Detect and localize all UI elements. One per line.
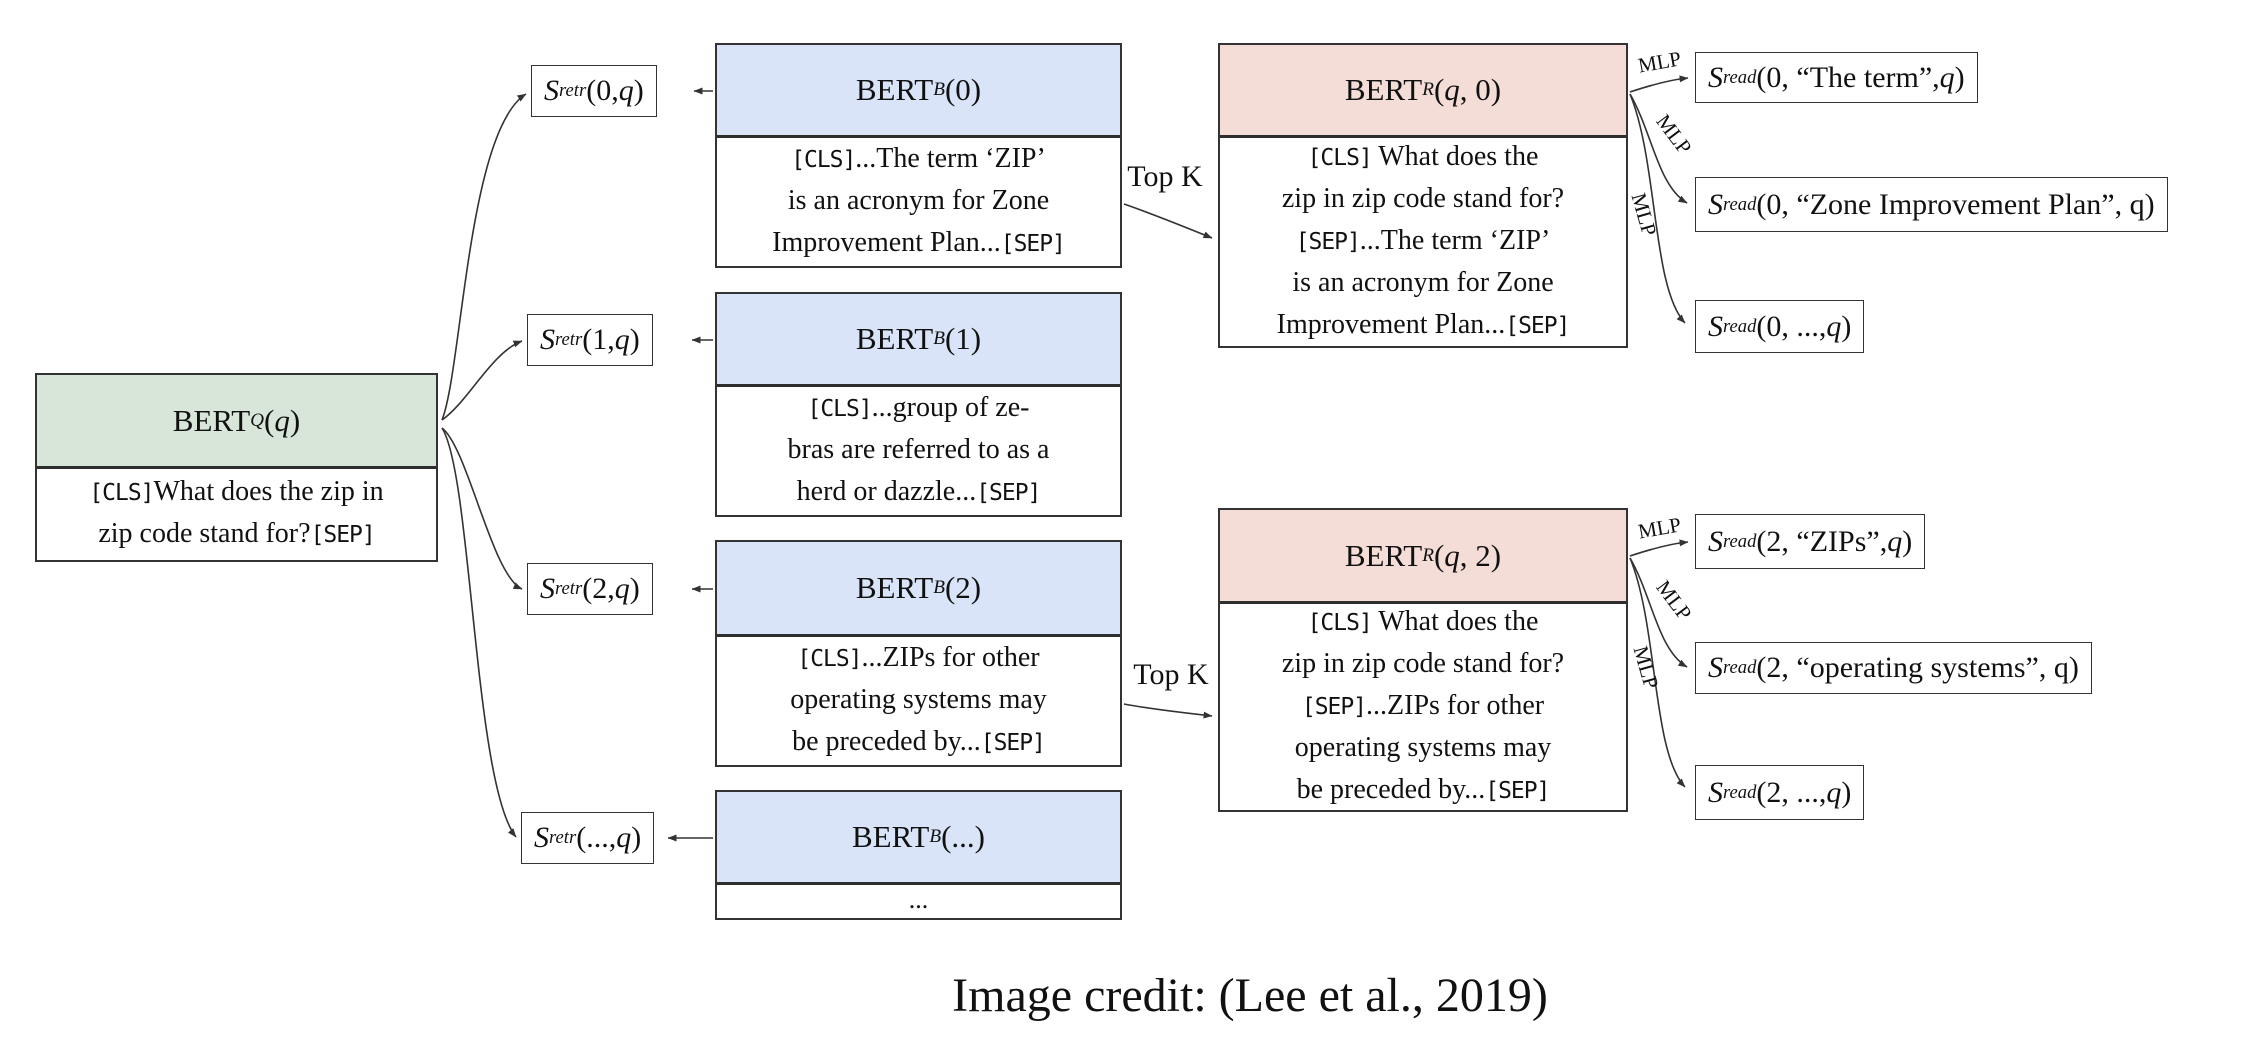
mlp-label-2c: MLP: [1628, 643, 1664, 692]
mlp-label-0b: MLP: [1651, 109, 1697, 159]
mlp-label-0c: MLP: [1626, 190, 1662, 239]
top-k-label-0: Top K: [1127, 160, 1203, 193]
block-encoder-text-0: [CLS]...The term ‘ZIP’is an acronym for …: [717, 138, 1120, 263]
mlp-label-2a: MLP: [1636, 512, 1683, 544]
block-encoder-text-1: [CLS]...group of ze-bras are referred to…: [717, 387, 1120, 512]
image-credit-caption: Image credit: (Lee et al., 2019): [952, 969, 1548, 1022]
top-k-label-2: Top K: [1133, 658, 1209, 691]
mlp-label-0a: MLP: [1636, 46, 1683, 78]
mlp-label-2b: MLP: [1651, 575, 1697, 625]
block-encoder-text-ellipsis: ...: [717, 885, 1120, 915]
